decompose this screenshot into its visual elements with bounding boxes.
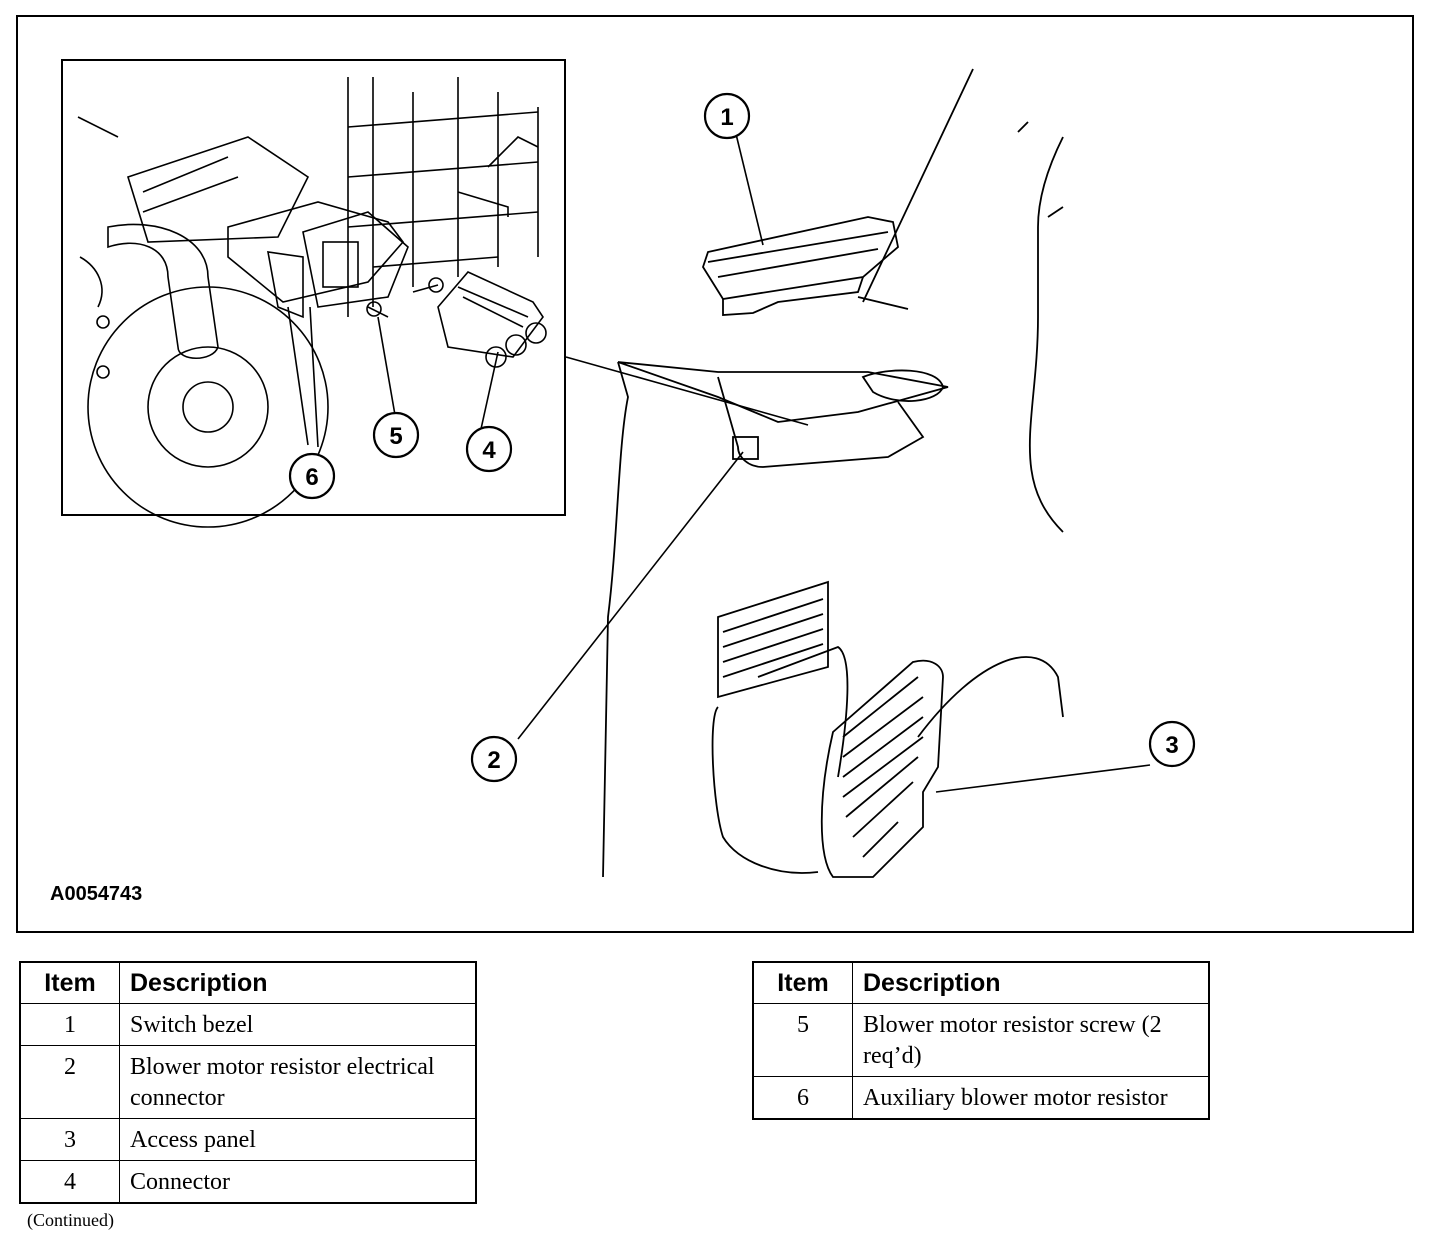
table-row: 3 Access panel xyxy=(19,1118,477,1161)
item-number: 2 xyxy=(19,1045,120,1119)
callout-6-label: 6 xyxy=(305,464,318,491)
table-row: 4 Connector xyxy=(19,1160,477,1204)
legend-table-right: Item Description 5 Blower motor resistor… xyxy=(752,961,1210,1120)
item-description: Access panel xyxy=(119,1118,477,1161)
leader-lines xyxy=(287,133,1151,793)
callout-2-label: 2 xyxy=(487,747,500,774)
item-number: 4 xyxy=(19,1160,120,1204)
item-description: Switch bezel xyxy=(119,1003,477,1046)
header-item: Item xyxy=(752,961,853,1004)
table-row: 5 Blower motor resistor screw (2 req’d) xyxy=(752,1003,1210,1077)
item-description: Connector xyxy=(119,1160,477,1204)
callout-5: 5 xyxy=(372,411,420,459)
main-vehicle-view xyxy=(602,68,1064,878)
callout-4: 4 xyxy=(465,425,513,473)
inset-detail-box xyxy=(61,59,566,516)
callout-1: 1 xyxy=(703,92,751,140)
exploded-view-illustration: 1 2 3 4 5 6 xyxy=(61,59,1196,878)
figure-id: A0054743 xyxy=(50,883,143,905)
legend-table-left: Item Description 1 Switch bezel 2 Blower… xyxy=(19,961,477,1204)
callout-3: 3 xyxy=(1148,720,1196,768)
callout-3-label: 3 xyxy=(1165,732,1178,759)
legend-header-row: Item Description xyxy=(19,961,477,1004)
header-description: Description xyxy=(852,961,1210,1004)
item-description: Blower motor resistor screw (2 req’d) xyxy=(852,1003,1210,1077)
table-row: 2 Blower motor resistor electrical conne… xyxy=(19,1045,477,1119)
item-description: Blower motor resistor electrical connect… xyxy=(119,1045,477,1119)
header-item: Item xyxy=(19,961,120,1004)
table-row: 6 Auxiliary blower motor resistor xyxy=(752,1076,1210,1120)
item-number: 1 xyxy=(19,1003,120,1046)
header-description: Description xyxy=(119,961,477,1004)
figure-frame: 1 2 3 4 5 6 A0054743 xyxy=(16,15,1414,933)
legend-header-row: Item Description xyxy=(752,961,1210,1004)
item-number: 6 xyxy=(752,1076,853,1120)
table-row: 1 Switch bezel xyxy=(19,1003,477,1046)
item-number: 3 xyxy=(19,1118,120,1161)
callout-1-label: 1 xyxy=(720,104,733,131)
callout-4-label: 4 xyxy=(482,437,496,464)
inset-blower-assembly xyxy=(77,77,547,528)
callout-5-label: 5 xyxy=(389,423,402,450)
item-description: Auxiliary blower motor resistor xyxy=(852,1076,1210,1120)
callout-2: 2 xyxy=(470,735,518,783)
callout-6: 6 xyxy=(288,452,336,500)
item-number: 5 xyxy=(752,1003,853,1077)
continued-note: (Continued) xyxy=(27,1210,114,1230)
